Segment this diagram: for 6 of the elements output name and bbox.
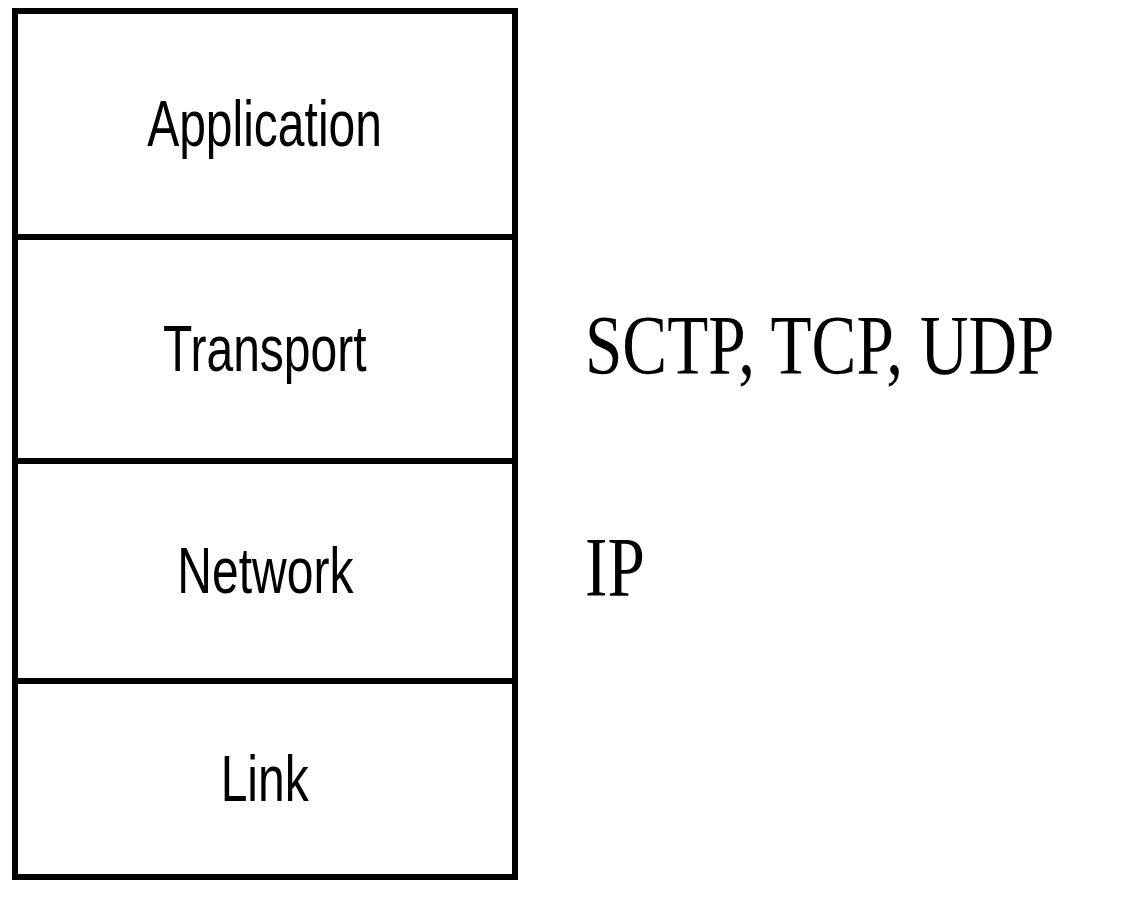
layer-name: Network bbox=[177, 534, 353, 608]
layer-name: Transport bbox=[163, 312, 367, 386]
layer-name: Link bbox=[220, 742, 310, 816]
protocol-label: SCTP, TCP, UDP bbox=[585, 304, 1055, 388]
protocol-label: IP bbox=[585, 526, 645, 610]
layer-name: Application bbox=[147, 87, 383, 161]
